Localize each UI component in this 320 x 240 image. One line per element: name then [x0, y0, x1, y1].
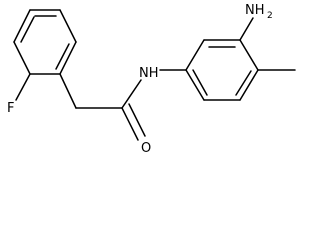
fluorophenyl-ring — [13, 9, 77, 75]
amino-group-symbol: NH — [245, 3, 265, 18]
ring1-bond-bottom-left — [13, 41, 31, 75]
ring1-bond-bottom-right — [59, 41, 77, 75]
fluorine-label: F — [7, 101, 14, 116]
carbon-fluorine-bond — [15, 73, 31, 101]
ring2-double-right — [235, 70, 252, 96]
amide-nitrogen-label: NH — [139, 66, 159, 81]
carbonyl-bond-1 — [121, 107, 139, 141]
carbonyl-bond-2 — [128, 103, 146, 137]
carbonyl-oxygen-label: O — [141, 141, 151, 155]
ring-to-amino-bond — [239, 17, 254, 41]
ring2-bond-top-right — [239, 39, 259, 71]
amino-group-label: NH 2 — [245, 3, 273, 21]
ring1-double-left — [20, 16, 35, 43]
ring2-double-left — [192, 69, 208, 96]
ring2-bond-bottom-right — [239, 69, 259, 101]
ring1-bond-top-right — [59, 9, 77, 43]
ring2-bond-top-left — [185, 39, 205, 71]
ring1-bond-top-left — [13, 9, 31, 43]
aminotoluene-ring — [185, 39, 259, 101]
ring-to-methylene-bond — [59, 73, 77, 109]
chemical-structure-diagram: F NH O NH 2 — [7, 3, 296, 155]
ring1-double-right — [55, 43, 70, 70]
carbonyl-to-nitrogen-bond — [121, 79, 142, 109]
ring2-bond-bottom-left — [185, 69, 205, 101]
amino-group-subscript: 2 — [267, 11, 273, 21]
